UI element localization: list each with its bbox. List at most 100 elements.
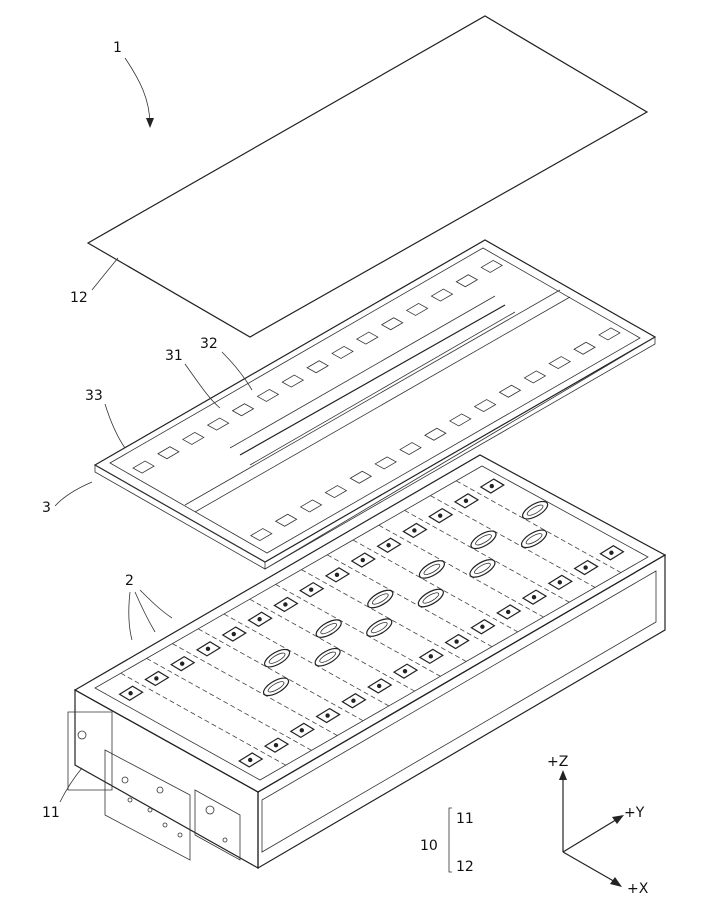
label-group-11: 11 bbox=[456, 811, 474, 827]
board-pad bbox=[431, 289, 452, 301]
reference-labels: 1 12 32 31 33 3 2 11 10 11 12 bbox=[42, 40, 474, 875]
busbar bbox=[314, 616, 344, 640]
board-pad bbox=[332, 346, 353, 358]
cell-divider bbox=[276, 584, 441, 676]
leader-33 bbox=[105, 404, 125, 448]
board-pad bbox=[400, 443, 421, 455]
board-pad bbox=[251, 529, 272, 541]
label-group-12: 12 bbox=[456, 859, 474, 875]
board-pad bbox=[599, 328, 620, 340]
busbar-inner bbox=[267, 680, 286, 694]
terminal-bolt bbox=[154, 676, 158, 680]
leader-3 bbox=[55, 482, 92, 506]
cell-dividers bbox=[121, 481, 621, 765]
label-2: 2 bbox=[125, 573, 134, 589]
cell-divider bbox=[121, 673, 286, 765]
z-axis-arrowhead bbox=[559, 770, 567, 780]
leader-11 bbox=[60, 768, 82, 802]
board-pad bbox=[524, 371, 545, 383]
terminal-bolt bbox=[300, 728, 304, 732]
terminal-bolt bbox=[325, 713, 329, 717]
busbar-inner bbox=[318, 650, 337, 664]
busbar-inner bbox=[473, 561, 492, 575]
cover-sheet bbox=[88, 16, 647, 337]
board-pad bbox=[257, 389, 278, 401]
board-pad bbox=[276, 514, 297, 526]
terminal-bolt bbox=[128, 691, 132, 695]
board-pad bbox=[450, 414, 471, 426]
busbar-inner bbox=[319, 622, 338, 636]
board-pad bbox=[350, 471, 371, 483]
busbar bbox=[262, 646, 292, 670]
busbar bbox=[468, 528, 498, 552]
board-pad bbox=[574, 342, 595, 354]
x-axis-line bbox=[563, 852, 617, 883]
leader-12 bbox=[92, 258, 118, 290]
board-pad bbox=[481, 260, 502, 272]
board-pad bbox=[133, 461, 154, 473]
leader-2a bbox=[129, 592, 132, 640]
cell-divider bbox=[456, 481, 621, 573]
cell-divider bbox=[327, 555, 492, 647]
terminal-bolt bbox=[490, 484, 494, 488]
busbar bbox=[417, 557, 447, 581]
board-pad bbox=[183, 432, 204, 444]
board-pad bbox=[301, 500, 322, 512]
x-axis-arrowhead bbox=[610, 877, 622, 887]
cell-divider bbox=[353, 540, 518, 632]
terminal-bolt bbox=[180, 661, 184, 665]
board-pad bbox=[382, 318, 403, 330]
label-12-cover: 12 bbox=[70, 290, 88, 306]
busbar-inner bbox=[422, 591, 441, 605]
terminal-bolt bbox=[532, 595, 536, 599]
terminal-bolt bbox=[454, 639, 458, 643]
board-pad bbox=[549, 357, 570, 369]
board-pad bbox=[425, 428, 446, 440]
terminal-bolt bbox=[206, 647, 210, 651]
terminal-bolt bbox=[274, 743, 278, 747]
group-brace bbox=[449, 808, 452, 872]
label-31: 31 bbox=[165, 348, 183, 364]
x-axis-label: +X bbox=[627, 881, 649, 897]
terminal-bolt bbox=[609, 551, 613, 555]
terminal-bolt bbox=[480, 625, 484, 629]
cell-divider bbox=[250, 599, 415, 691]
busbar-inner bbox=[370, 621, 389, 635]
board-pad bbox=[456, 275, 477, 287]
terminal-bolt bbox=[506, 610, 510, 614]
busbar bbox=[416, 586, 446, 610]
cell-divider bbox=[198, 629, 363, 721]
label-3: 3 bbox=[42, 500, 51, 516]
board-pad bbox=[357, 332, 378, 344]
terminal-bolt bbox=[335, 573, 339, 577]
busbar-inner bbox=[371, 592, 390, 606]
terminal-bolt bbox=[583, 565, 587, 569]
busbar-inner bbox=[526, 503, 545, 517]
terminal-bolt bbox=[361, 558, 365, 562]
terminal-bolt bbox=[386, 543, 390, 547]
leader-32 bbox=[222, 352, 252, 390]
terminal-bolt bbox=[257, 617, 261, 621]
busbar-inner bbox=[525, 532, 544, 546]
board-pad bbox=[233, 404, 254, 416]
cell-divider bbox=[172, 644, 337, 736]
board-pad bbox=[325, 486, 346, 498]
board-pad bbox=[282, 375, 303, 387]
y-axis-label: +Y bbox=[624, 805, 645, 821]
battery-housing bbox=[68, 455, 665, 868]
cell-divider bbox=[224, 614, 389, 706]
cell-divider bbox=[405, 510, 570, 602]
cell-divider bbox=[147, 658, 312, 750]
terminal-bolt bbox=[309, 587, 313, 591]
terminal-bolt bbox=[558, 580, 562, 584]
cell-divider bbox=[379, 525, 544, 617]
busbar bbox=[313, 645, 343, 669]
board-pad bbox=[407, 303, 428, 315]
label-1: 1 bbox=[113, 40, 122, 56]
board-pad bbox=[475, 400, 496, 412]
z-axis-label: +Z bbox=[547, 754, 568, 770]
busbar bbox=[364, 615, 394, 639]
leader-1 bbox=[125, 58, 150, 125]
busbar-inner bbox=[423, 562, 442, 576]
